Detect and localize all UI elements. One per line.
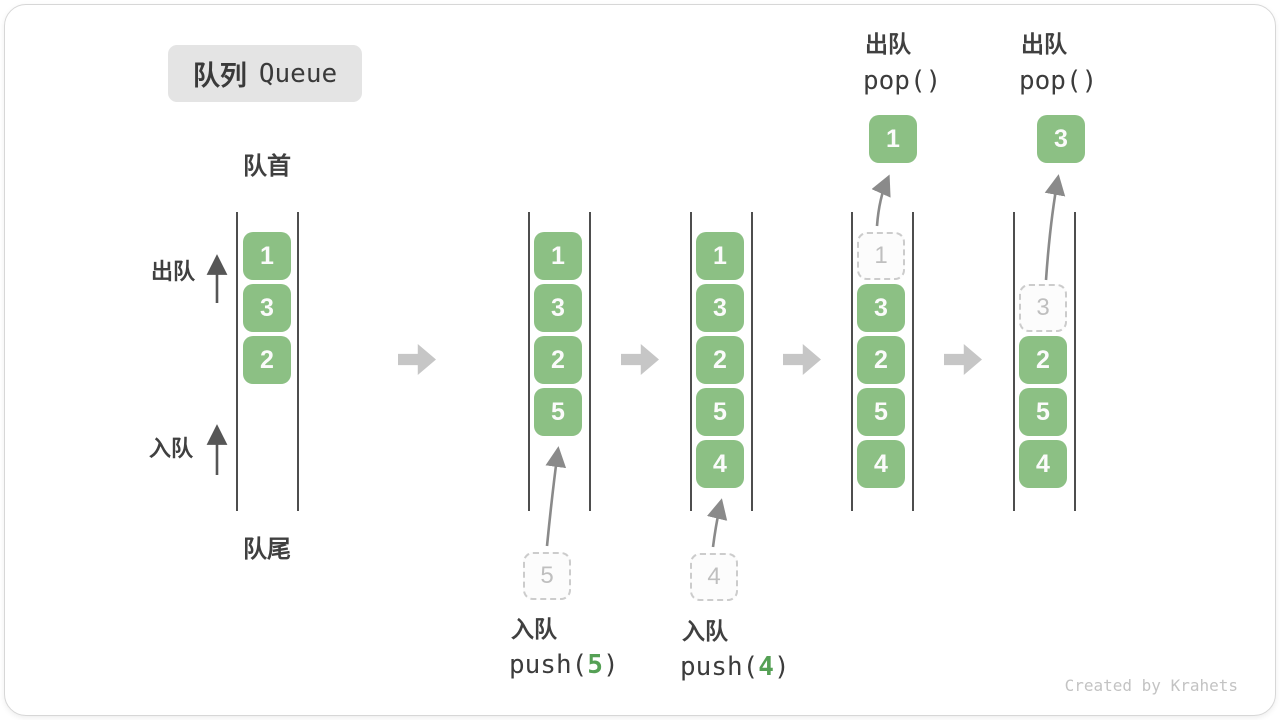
queue-item: 4 — [857, 440, 905, 488]
queue-wall — [589, 212, 591, 511]
enqueue-op-label: 入队 — [511, 616, 557, 642]
queue-wall — [297, 212, 299, 511]
queue-wall — [1013, 212, 1015, 511]
dequeue-op-label: 出队 — [1021, 31, 1067, 57]
title-en: Queue — [258, 58, 338, 89]
queue-item: 3 — [534, 284, 582, 332]
queue-item: 5 — [1019, 388, 1067, 436]
queue-item: 2 — [534, 336, 582, 384]
queue-item: 2 — [1019, 336, 1067, 384]
code-text: ) — [602, 650, 619, 680]
staged-item: 4 — [690, 553, 738, 601]
queue-wall — [236, 212, 238, 511]
queue-item: 2 — [696, 336, 744, 384]
code-text: ) — [773, 652, 790, 682]
pop-code: pop() — [863, 66, 942, 96]
push-code: push(5) — [509, 652, 619, 678]
queue-item: 3 — [857, 284, 905, 332]
popped-item: 3 — [1037, 115, 1085, 163]
queue-wall — [851, 212, 853, 511]
queue-item: 3 — [696, 284, 744, 332]
queue-wall — [528, 212, 530, 511]
code-text: push( — [680, 652, 759, 682]
queue-item: 4 — [696, 440, 744, 488]
watermark: Created by Krahets — [1064, 676, 1238, 695]
queue-item: 1 — [696, 232, 744, 280]
enqueue-side-label: 入队 — [149, 436, 194, 461]
queue-item: 5 — [857, 388, 905, 436]
queue-wall — [751, 212, 753, 511]
queue-item: 2 — [243, 336, 291, 384]
title-zh: 队列 — [192, 61, 247, 91]
pop-code: pop() — [1019, 66, 1098, 96]
queue-item: 5 — [696, 388, 744, 436]
staged-item: 5 — [523, 552, 571, 600]
dequeue-op-label: 出队 — [865, 31, 911, 57]
queue-wall — [1074, 212, 1076, 511]
removed-item: 1 — [857, 232, 905, 280]
queue-wall — [912, 212, 914, 511]
queue-item: 3 — [243, 284, 291, 332]
enqueue-op-label: 入队 — [682, 618, 728, 644]
queue-item: 2 — [857, 336, 905, 384]
queue-wall — [690, 212, 692, 511]
removed-item: 3 — [1019, 284, 1067, 332]
push-code: push(4) — [680, 654, 790, 680]
queue-item: 1 — [534, 232, 582, 280]
code-arg: 4 — [758, 652, 774, 682]
title-badge: 队列 Queue — [168, 45, 362, 102]
queue-item: 4 — [1019, 440, 1067, 488]
code-text: push( — [509, 650, 588, 680]
rear-label: 队尾 — [243, 536, 291, 563]
front-label: 队首 — [243, 153, 291, 180]
queue-item: 5 — [534, 388, 582, 436]
code-arg: 5 — [587, 650, 603, 680]
popped-item: 1 — [869, 115, 917, 163]
dequeue-side-label: 出队 — [151, 259, 196, 284]
queue-item: 1 — [243, 232, 291, 280]
